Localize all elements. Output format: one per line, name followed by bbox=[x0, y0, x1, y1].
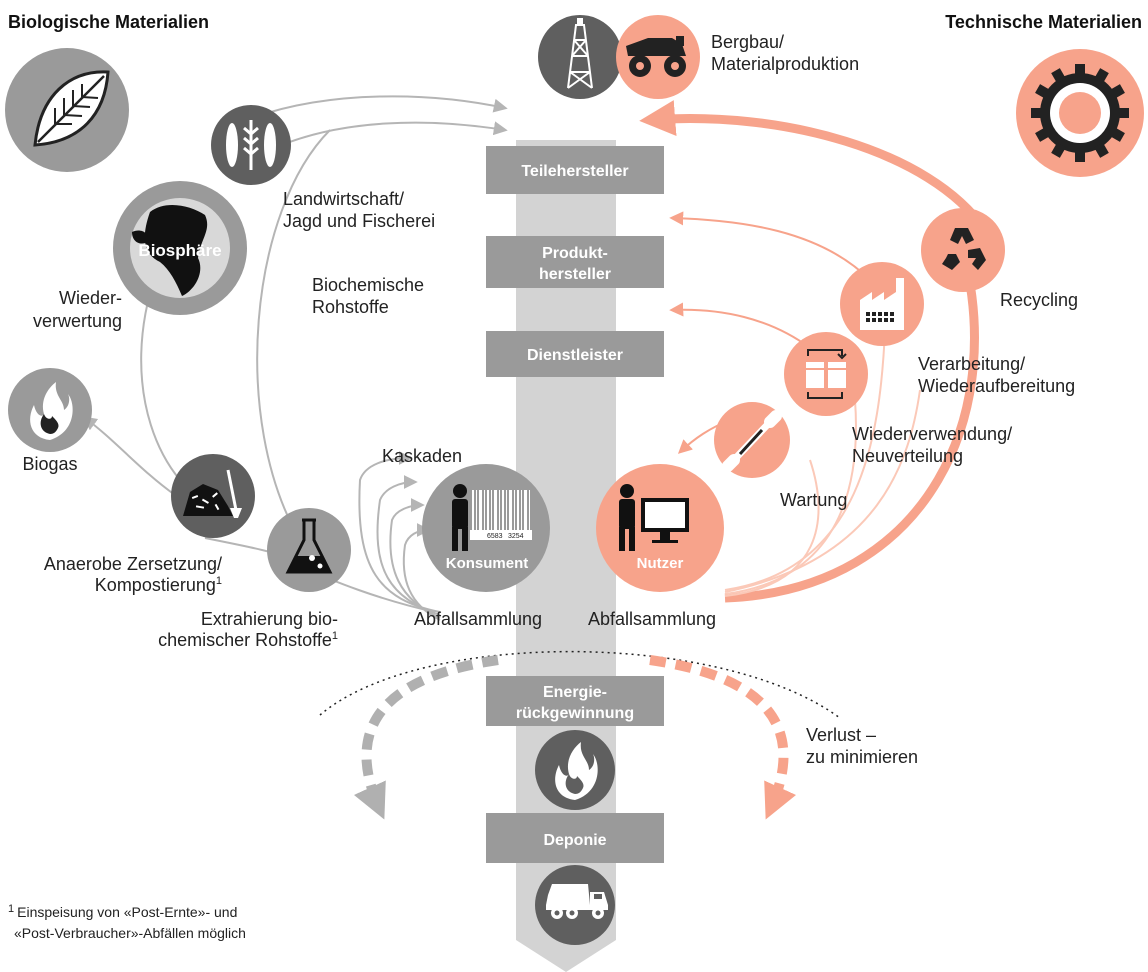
label-reuse-1: Wieder- bbox=[59, 288, 122, 308]
factory-icon bbox=[840, 262, 924, 346]
label-processing-2: Wiederaufbereitung bbox=[918, 376, 1075, 396]
user-circle: Nutzer bbox=[596, 464, 724, 592]
person-icon-user bbox=[619, 484, 635, 551]
label-biochem-1: Biochemische bbox=[312, 275, 424, 295]
barcode-icon bbox=[470, 490, 532, 540]
label-anaerobic-1: Anaerobe Zersetzung/ bbox=[44, 554, 222, 574]
stage-service-label: Dienstleister bbox=[527, 347, 623, 364]
stage-energy: Energie- rückgewinnung bbox=[486, 676, 664, 726]
label-redistribution-2: Neuverteilung bbox=[852, 446, 963, 466]
footnote-mark-3: 1 bbox=[8, 903, 14, 915]
label-maintenance: Wartung bbox=[780, 490, 847, 510]
stage-landfill-label: Deponie bbox=[543, 832, 606, 849]
header-technical: Technische Materialien bbox=[945, 12, 1142, 32]
stage-energy-label-2: rückgewinnung bbox=[516, 705, 634, 722]
stage-parts: Teilehersteller bbox=[486, 146, 664, 194]
footnote-line-1-text: Einspeisung von «Post-Ernte»- und bbox=[17, 904, 237, 920]
gear-icon bbox=[1016, 49, 1144, 177]
fire-icon bbox=[8, 368, 92, 452]
stage-product-label-2: hersteller bbox=[539, 266, 611, 283]
label-processing-1: Verarbeitung/ bbox=[918, 354, 1025, 374]
label-biochem-2: Rohstoffe bbox=[312, 297, 389, 317]
fire-icon-energy bbox=[535, 730, 615, 810]
consumer-circle: 6583 3254 Konsument bbox=[422, 464, 550, 592]
stage-parts-label: Teilehersteller bbox=[521, 163, 628, 180]
label-extraction-1: Extrahierung bio- bbox=[201, 609, 338, 629]
footnote-mark-1: 1 bbox=[216, 575, 222, 587]
monitor-icon bbox=[641, 498, 689, 543]
label-cascades: Kaskaden bbox=[382, 446, 462, 466]
reuse-icon bbox=[784, 332, 868, 416]
mining-truck-icon bbox=[616, 15, 700, 99]
stage-landfill: Deponie bbox=[486, 813, 664, 863]
user-label: Nutzer bbox=[637, 555, 684, 572]
compost-icon bbox=[171, 454, 255, 538]
label-redistribution-1: Wiederverwendung/ bbox=[852, 424, 1012, 444]
fish-wheat-icon bbox=[211, 105, 291, 185]
oil-rig-icon bbox=[538, 15, 622, 99]
label-biogas: Biogas bbox=[22, 454, 77, 474]
label-waste-left: Abfallsammlung bbox=[414, 609, 542, 629]
label-anaerobic-2-text: Kompostierung bbox=[95, 575, 216, 595]
loss-lines bbox=[319, 650, 841, 820]
stage-product: Produkt- hersteller bbox=[486, 236, 664, 288]
footnote-mark-2: 1 bbox=[332, 630, 338, 642]
stage-product-label-1: Produkt- bbox=[542, 245, 608, 262]
label-extraction-2-text: chemischer Rohstoffe bbox=[158, 630, 332, 650]
stage-energy-label-1: Energie- bbox=[543, 684, 607, 701]
label-loss-2: zu minimieren bbox=[806, 747, 918, 767]
wrench-icon bbox=[714, 402, 790, 478]
stage-service: Dienstleister bbox=[486, 331, 664, 377]
dump-truck-icon bbox=[535, 865, 615, 945]
technical-arrows bbox=[639, 100, 989, 603]
recycle-icon bbox=[921, 208, 1005, 292]
globe-icon: Biosphäre bbox=[113, 181, 247, 315]
label-extraction-2: chemischer Rohstoffe1 bbox=[158, 630, 338, 650]
label-waste-right: Abfallsammlung bbox=[588, 609, 716, 629]
person-icon bbox=[452, 484, 468, 551]
leaf-icon bbox=[5, 48, 129, 172]
biosphere-label: Biosphäre bbox=[138, 241, 221, 260]
label-anaerobic-2: Kompostierung1 bbox=[95, 575, 222, 595]
label-reuse-2: verwertung bbox=[33, 311, 122, 331]
label-mining-2: Materialproduktion bbox=[711, 54, 859, 74]
footnote-line-2: «Post-Verbraucher»-Abfällen möglich bbox=[14, 925, 246, 941]
flask-icon bbox=[267, 508, 351, 592]
label-loss-1: Verlust – bbox=[806, 725, 876, 745]
header-biological: Biologische Materialien bbox=[8, 12, 209, 32]
barcode-number-left: 6583 bbox=[487, 533, 503, 540]
label-agriculture-2: Jagd und Fischerei bbox=[283, 211, 435, 231]
barcode-number-right: 3254 bbox=[508, 533, 524, 540]
label-mining-1: Bergbau/ bbox=[711, 32, 784, 52]
label-agriculture-1: Landwirtschaft/ bbox=[283, 189, 404, 209]
consumer-label: Konsument bbox=[446, 555, 529, 572]
label-recycling: Recycling bbox=[1000, 290, 1078, 310]
